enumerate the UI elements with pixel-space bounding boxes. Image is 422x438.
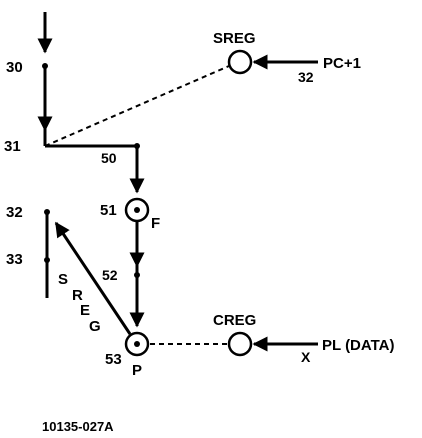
diagonal-letter-s: S xyxy=(58,271,68,288)
node-30-dot xyxy=(42,63,48,69)
creg-register-circle xyxy=(227,331,253,357)
node-label-33: 33 xyxy=(6,251,23,268)
node-label-51: 51 xyxy=(100,202,117,219)
node-label-31: 31 xyxy=(4,138,21,155)
diagonal-letter-r: R xyxy=(72,287,83,304)
pl-data-label: PL (DATA) xyxy=(322,337,395,354)
node-label-53: 53 xyxy=(105,351,122,368)
creg-input-label: X xyxy=(301,349,311,365)
sreg-input-label: 32 xyxy=(298,69,314,85)
sreg-label: SREG xyxy=(213,30,256,47)
diagonal-letter-e: E xyxy=(80,302,90,319)
pc-plus-1-label: PC+1 xyxy=(323,55,361,72)
node-33-dot xyxy=(44,257,50,263)
node-label-32: 32 xyxy=(6,204,23,221)
sreg-register-circle xyxy=(227,49,253,75)
edge-53-to-32-diagonal xyxy=(54,221,132,335)
creg-label: CREG xyxy=(213,312,256,329)
dashed-link-31-sreg xyxy=(44,65,230,147)
node-label-50: 50 xyxy=(101,150,117,166)
node-53-dot xyxy=(134,341,140,347)
point-label-p: P xyxy=(132,362,142,379)
node-label-30: 30 xyxy=(6,59,23,76)
node-51-dot xyxy=(134,207,140,213)
point-label-f: F xyxy=(151,215,160,232)
figure-id: 10135-027A xyxy=(42,419,114,434)
node-label-52: 52 xyxy=(102,267,118,283)
diagonal-letter-g: G xyxy=(89,318,101,335)
node-32-dot xyxy=(44,209,50,215)
